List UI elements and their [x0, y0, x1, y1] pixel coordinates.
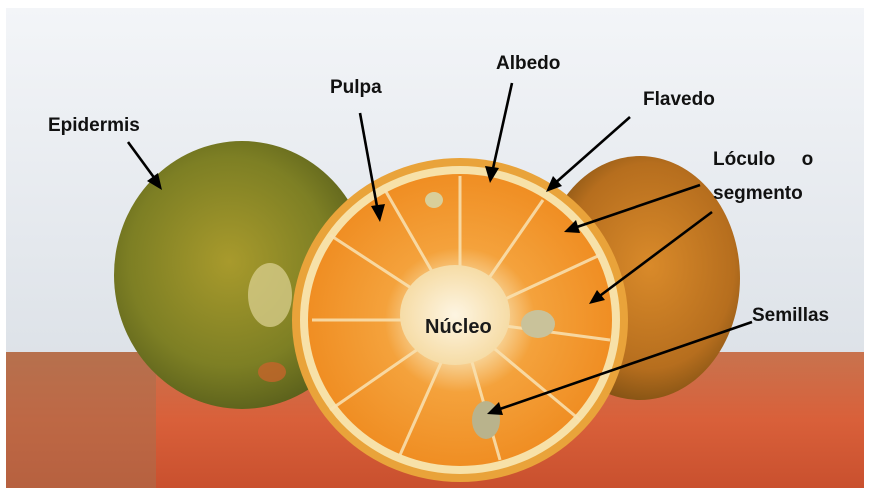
seed-top	[425, 192, 443, 208]
label-semillas: Semillas	[752, 306, 829, 325]
label-pulpa: Pulpa	[330, 78, 382, 97]
label-loculo-line2: segmento	[713, 184, 803, 203]
label-albedo: Albedo	[496, 54, 560, 73]
seed-upper	[521, 310, 555, 338]
core	[400, 265, 510, 365]
label-epidermis: Epidermis	[48, 116, 140, 135]
label-loculo-line1: Lóculo o	[713, 150, 813, 169]
left-mandarin-highlight	[248, 263, 292, 327]
left-mandarin-spot	[258, 362, 286, 382]
label-nucleo: Núcleo	[425, 317, 492, 337]
label-flavedo: Flavedo	[643, 90, 715, 109]
table-left-shade	[6, 352, 156, 488]
